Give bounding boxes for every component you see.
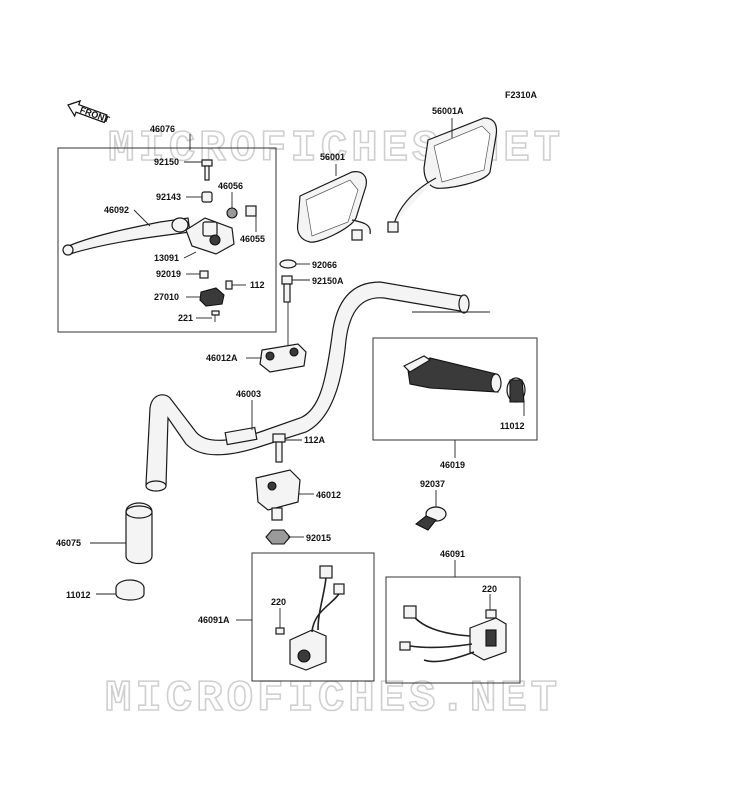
- label-46091A: 46091A: [198, 615, 230, 625]
- label-92150A: 92150A: [312, 276, 344, 286]
- throttle-grip: [402, 355, 502, 393]
- clamp-46012A: [259, 343, 307, 373]
- nut-92015: [265, 529, 291, 545]
- watermark-bottom: MICROFICHES.NET: [105, 674, 561, 724]
- label-92015: 92015: [306, 533, 331, 543]
- label-92066: 92066: [312, 260, 337, 270]
- end-cap-left: [115, 579, 145, 601]
- label-46055: 46055: [240, 234, 265, 244]
- screw-112: [225, 280, 233, 290]
- front-direction-marker: FRONT: [67, 99, 112, 125]
- master-cylinder: [185, 217, 235, 255]
- svg-text:FRONT: FRONT: [79, 105, 112, 125]
- screw-221: [211, 310, 220, 322]
- label-112: 112: [250, 280, 265, 290]
- label-112A: 112A: [304, 435, 326, 445]
- lever-assembly-box: [57, 147, 277, 333]
- label-220-left: 220: [271, 597, 286, 607]
- clamp-46012: [255, 469, 301, 521]
- left-switch-box: [251, 552, 375, 682]
- label-46092: 46092: [104, 205, 129, 215]
- label-92150: 92150: [154, 157, 179, 167]
- label-46019: 46019: [440, 460, 465, 470]
- mirror-56001: [296, 171, 371, 243]
- right-switch-box: [385, 576, 521, 684]
- label-46056: 46056: [218, 181, 243, 191]
- label-11012-left: 11012: [66, 590, 91, 600]
- label-56001A: 56001A: [432, 106, 464, 116]
- label-46003: 46003: [236, 389, 261, 399]
- switch-27010: [199, 287, 225, 307]
- bolt-112A: [272, 433, 286, 463]
- cable-guide-92037: [414, 506, 447, 531]
- handlebar-46003: [145, 281, 470, 492]
- label-92143: 92143: [156, 192, 181, 202]
- label-221: 221: [178, 313, 193, 323]
- label-46091: 46091: [440, 549, 465, 559]
- washer-92066: [279, 259, 297, 269]
- label-13091: 13091: [154, 253, 179, 263]
- label-46012: 46012: [316, 490, 341, 500]
- nut-46056: [226, 207, 238, 219]
- label-27010: 27010: [154, 292, 179, 302]
- mirror-56001A: [387, 117, 498, 233]
- collar-92143: [201, 191, 213, 203]
- label-220-right: 220: [482, 584, 497, 594]
- label-92019: 92019: [156, 269, 181, 279]
- label-11012-right: 11012: [500, 421, 525, 431]
- end-cap-right: [506, 377, 526, 403]
- right-switch-housing: [399, 605, 507, 663]
- screw-46055: [245, 205, 257, 217]
- label-92037: 92037: [420, 479, 445, 489]
- brake-lever: [62, 217, 191, 256]
- label-56001: 56001: [320, 152, 345, 162]
- bolt-92150: [201, 159, 213, 181]
- figure-code: F2310A: [505, 90, 538, 100]
- label-46012A: 46012A: [206, 353, 238, 363]
- grip-46075: [125, 502, 153, 565]
- left-switch-housing: [275, 565, 345, 671]
- bolt-92150A: [281, 275, 293, 303]
- label-46075: 46075: [56, 538, 81, 548]
- label-46076: 46076: [150, 124, 175, 134]
- part-92019: [199, 270, 209, 279]
